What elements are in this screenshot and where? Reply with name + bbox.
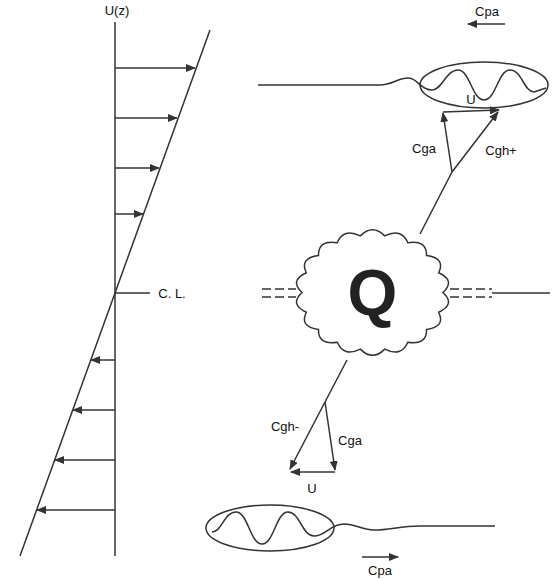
cloud-region: Q — [290, 225, 455, 360]
source-symbol: Q — [348, 261, 398, 325]
phase-speed-label: Cpa — [368, 564, 392, 577]
group-velocity-label: Cgh+ — [485, 144, 516, 157]
velocity-label: U — [466, 93, 475, 106]
group-velocity-label: Cgh- — [271, 420, 299, 433]
axis-label: U(z) — [105, 4, 130, 17]
phase-speed-label: Cpa — [475, 5, 499, 18]
group-velocity-label: Cga — [412, 142, 436, 155]
centreline-label: C. L. — [158, 287, 185, 300]
velocity-label: U — [307, 482, 316, 495]
group-velocity-label: Cga — [338, 434, 362, 447]
